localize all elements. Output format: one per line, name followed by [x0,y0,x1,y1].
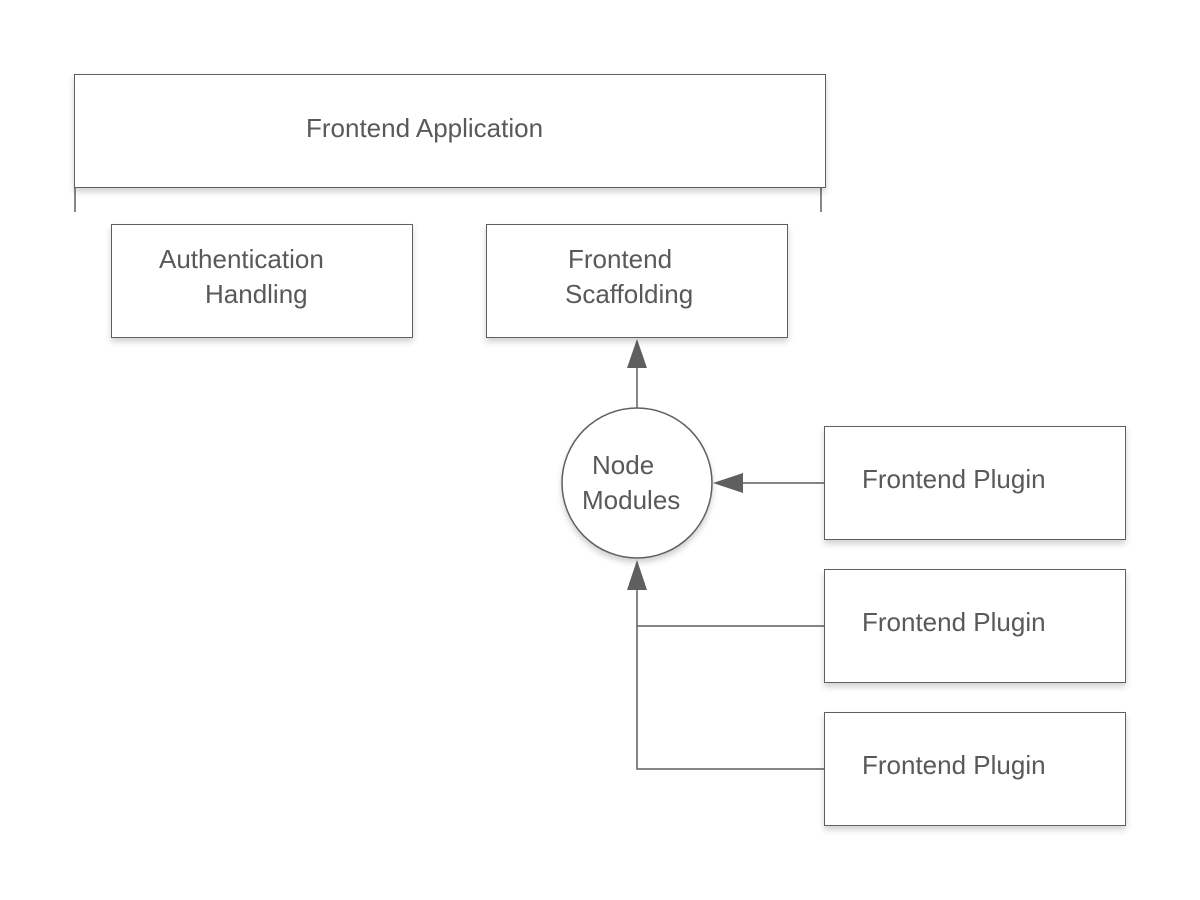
frontend-plugin-box-3: Frontend Plugin [824,712,1126,826]
frontend-plugin-label-1: Frontend Plugin [862,464,1046,494]
arrowhead-left-icon [713,473,743,493]
authentication-handling-label-line-2: Handling [205,279,308,309]
node-modules-label-line-2: Modules [582,485,680,515]
arrowhead-up-icon [627,339,647,368]
node-modules-label-line-1: Node [592,450,654,480]
frontend-scaffolding-label-line-2: Scaffolding [565,279,694,309]
frontend-plugin-box-2: Frontend Plugin [824,569,1126,683]
frontend-plugin-label-3: Frontend Plugin [862,750,1046,780]
authentication-handling-box: Authentication Handling [111,224,413,338]
frontend-plugin-box-1: Frontend Plugin [824,426,1126,540]
frontend-scaffolding-label-line-1: Frontend [568,244,673,274]
edge-plugin3-to-modules [636,590,825,770]
authentication-handling-label-line-1: Authentication [159,244,324,274]
frontend-application-box: Frontend Application [74,74,826,188]
node-modules-node: Node Modules [561,407,713,559]
frontend-plugin-label-2: Frontend Plugin [862,607,1046,637]
frontend-application-label: Frontend Application [306,113,544,143]
arrowhead-up-icon [627,560,647,590]
frontend-scaffolding-box: Frontend Scaffolding [486,224,788,338]
